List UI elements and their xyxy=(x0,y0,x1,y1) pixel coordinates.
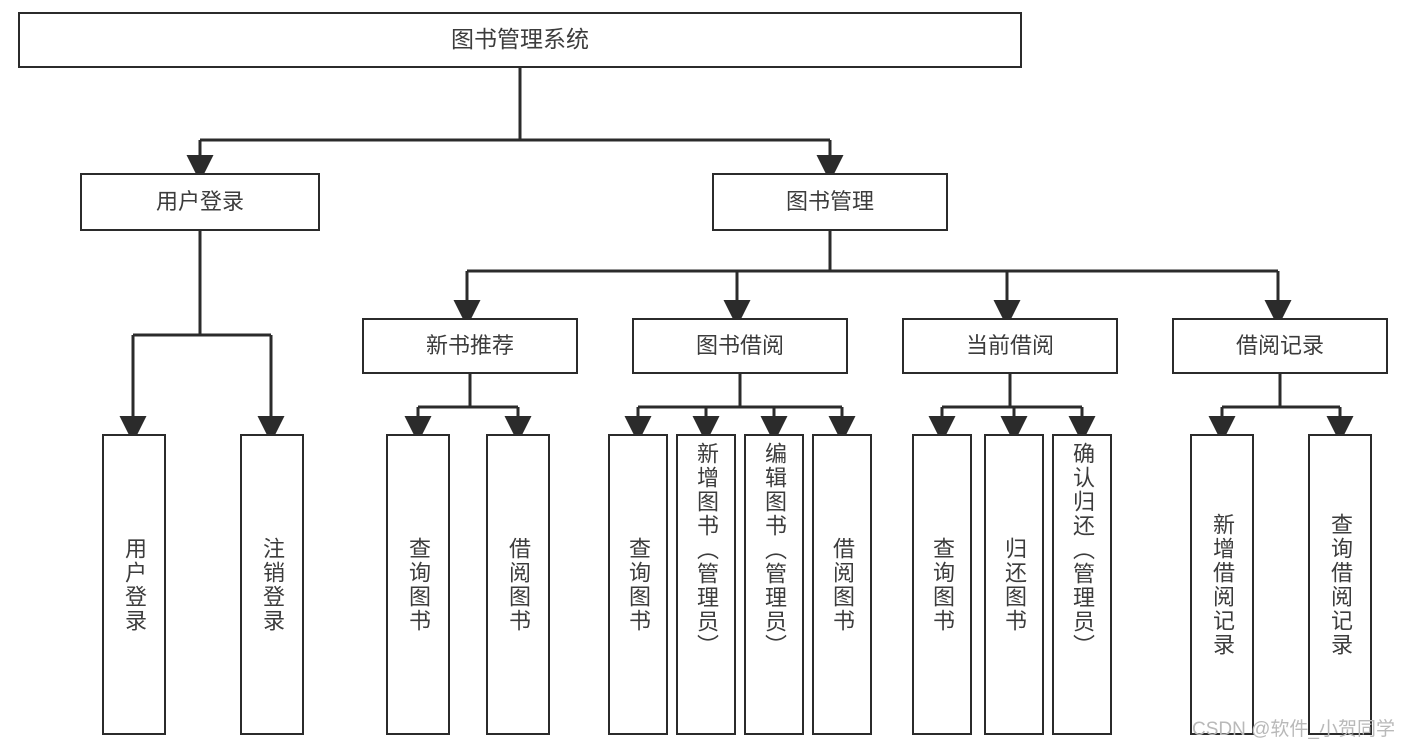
node-label: 用户登录 xyxy=(122,536,147,633)
node-leaf-add-borrow-record[interactable]: 新增借阅记录 xyxy=(1190,434,1254,735)
node-label: 新增借阅记录 xyxy=(1210,512,1235,657)
node-label: 借阅图书 xyxy=(830,536,855,633)
node-label: 查询借阅记录 xyxy=(1328,512,1353,657)
node-book-manage[interactable]: 图书管理 xyxy=(712,173,948,231)
node-label: 新书推荐 xyxy=(425,333,514,359)
edge-userlogin-to-leaves xyxy=(119,231,285,443)
node-new-book-rec[interactable]: 新书推荐 xyxy=(362,318,578,374)
node-label: 查询图书 xyxy=(930,536,955,633)
node-leaf-return-book[interactable]: 归还图书 xyxy=(984,434,1044,735)
node-leaf-user-logout[interactable]: 注销登录 xyxy=(240,434,304,735)
node-label: 确认归还（管理员） xyxy=(1070,442,1095,658)
node-user-login[interactable]: 用户登录 xyxy=(80,173,320,231)
node-label: 图书借阅 xyxy=(695,333,784,359)
node-leaf-user-login[interactable]: 用户登录 xyxy=(102,434,166,735)
edge-bookborrow-to-leaves xyxy=(624,374,856,443)
edge-borrowrecord-to-leaves xyxy=(1208,374,1354,443)
node-current-borrow[interactable]: 当前借阅 xyxy=(902,318,1118,374)
node-leaf-add-book-admin[interactable]: 新增图书（管理员） xyxy=(676,434,736,735)
edge-root-to-level2 xyxy=(186,68,844,182)
node-leaf-query-borrow-record[interactable]: 查询借阅记录 xyxy=(1308,434,1372,735)
node-label: 查询图书 xyxy=(626,536,651,633)
node-label: 归还图书 xyxy=(1002,536,1027,633)
node-label: 图书管理 xyxy=(785,189,874,215)
node-label: 图书管理系统 xyxy=(451,26,589,53)
node-leaf-borrow-book-2[interactable]: 借阅图书 xyxy=(812,434,872,735)
node-borrow-record[interactable]: 借阅记录 xyxy=(1172,318,1388,374)
node-leaf-borrow-book-1[interactable]: 借阅图书 xyxy=(486,434,550,735)
node-label: 新增图书（管理员） xyxy=(694,442,719,658)
node-leaf-query-book-1[interactable]: 查询图书 xyxy=(386,434,450,735)
node-leaf-query-book-2[interactable]: 查询图书 xyxy=(608,434,668,735)
node-leaf-edit-book-admin[interactable]: 编辑图书（管理员） xyxy=(744,434,804,735)
node-root-system[interactable]: 图书管理系统 xyxy=(18,12,1022,68)
edge-bookmanage-to-level3 xyxy=(453,231,1292,327)
node-leaf-confirm-return-admin[interactable]: 确认归还（管理员） xyxy=(1052,434,1112,735)
node-label: 查询图书 xyxy=(406,536,431,633)
edge-newbook-to-leaves xyxy=(404,374,532,443)
node-label: 借阅记录 xyxy=(1235,333,1324,359)
node-label: 注销登录 xyxy=(260,536,285,633)
node-label: 借阅图书 xyxy=(506,536,531,633)
node-label: 当前借阅 xyxy=(965,333,1054,359)
node-book-borrow[interactable]: 图书借阅 xyxy=(632,318,848,374)
node-label: 用户登录 xyxy=(155,189,244,215)
edge-currentborrow-to-leaves xyxy=(928,374,1096,443)
node-label: 编辑图书（管理员） xyxy=(762,442,787,658)
node-leaf-query-book-3[interactable]: 查询图书 xyxy=(912,434,972,735)
